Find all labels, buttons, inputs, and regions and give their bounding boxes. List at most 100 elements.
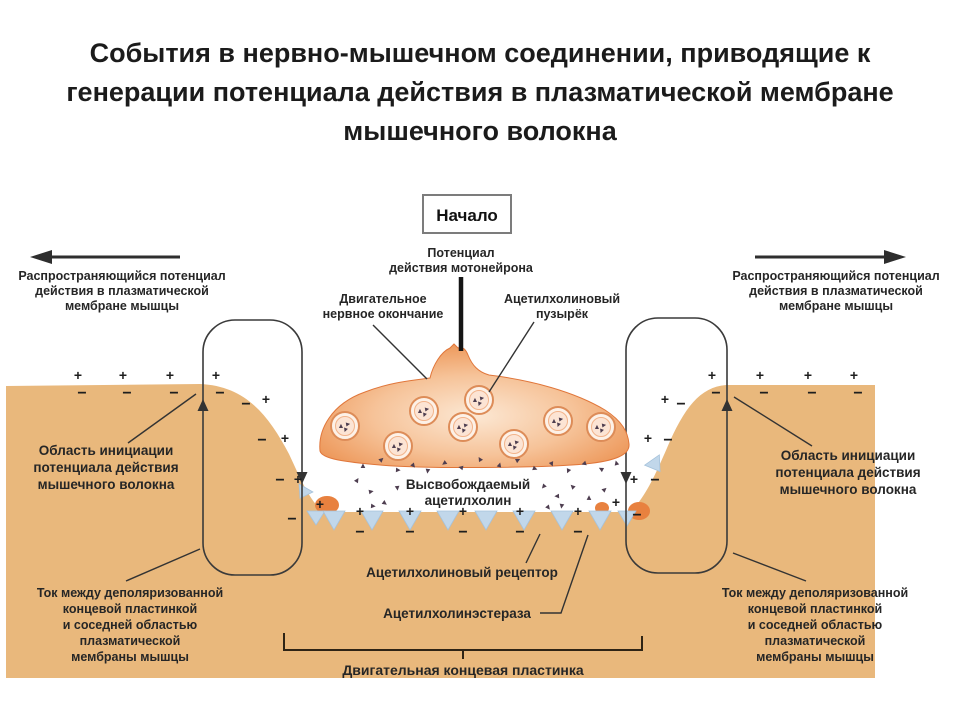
- ach-molecule: ▲: [495, 459, 505, 470]
- minus-charge: −: [355, 524, 364, 541]
- local-current-right-label: Ток между деполяризованной: [722, 586, 908, 600]
- arrow-down-icon: [296, 472, 308, 484]
- ach-molecule: ▲: [376, 453, 388, 465]
- ach-receptor: [436, 510, 460, 531]
- ach-molecule: ▲: [408, 460, 420, 472]
- plus-charge: +: [294, 471, 302, 487]
- minus-charge: −: [632, 507, 641, 524]
- ach-molecule: ▲: [459, 426, 468, 435]
- minus-charge: −: [275, 472, 284, 489]
- ach-esterase-label: Ацетилхолинэстераза: [383, 606, 531, 621]
- pointer-nerve-terminal: [372, 324, 428, 380]
- local-current-left-label: плазматической: [80, 634, 181, 648]
- ach-receptor: [588, 510, 612, 531]
- ach-molecule: ▲: [477, 394, 485, 402]
- vesicle-inner: [388, 436, 408, 456]
- vesicle-inner: [504, 434, 524, 454]
- local-current-right-label: мембраны мышцы: [756, 650, 874, 664]
- ach-molecule: ▲: [343, 420, 351, 428]
- ach-receptor: [643, 454, 661, 473]
- arrow-down-icon: [620, 472, 632, 484]
- start-box-label: Начало: [436, 206, 498, 225]
- released-ach-label: Высвобождаемый: [406, 477, 530, 492]
- ach-molecule: ▲: [594, 424, 601, 431]
- ach-molecule: ▲: [394, 445, 403, 454]
- ach-molecule: ▲: [595, 463, 607, 474]
- plus-charge: +: [262, 391, 270, 407]
- ach-molecule: ▲: [422, 405, 430, 413]
- minus-charge: −: [257, 432, 266, 449]
- minus-charge: −: [405, 524, 414, 541]
- ach-receptor: [617, 510, 637, 527]
- ach-receptor: [306, 510, 326, 526]
- ach-molecule: ▲: [420, 410, 429, 419]
- ach-molecule: ▲: [554, 420, 563, 429]
- ach-receptor: [398, 510, 422, 531]
- ach-molecule: ▲: [543, 502, 555, 514]
- spreading-ap-arrow-right: [755, 250, 906, 264]
- minus-charge: −: [676, 396, 685, 413]
- plus-charge: +: [850, 367, 858, 383]
- ach-molecule: ▲: [507, 441, 514, 448]
- nerve-terminal-label: Двигательное: [339, 292, 426, 306]
- ach-molecule: ▲: [611, 457, 621, 468]
- ach-molecule: ▲: [547, 459, 558, 470]
- ach-molecule: ▲: [417, 408, 424, 415]
- plus-charge: +: [166, 367, 174, 383]
- spreading-ap-right-label: действия в плазматической: [749, 284, 923, 298]
- muscle-fiber-region: [6, 384, 875, 678]
- vesicle-inner: [453, 417, 473, 437]
- ach-vesicle-label: Ацетилхолиновый: [504, 292, 620, 306]
- local-current-left-label: и соседней областью: [63, 618, 198, 632]
- plus-charge: +: [74, 367, 82, 383]
- ach-molecule: ▲: [530, 464, 541, 475]
- pointer-esterase: [540, 534, 589, 614]
- plus-charge: +: [406, 503, 414, 519]
- released-ach-label: ацетилхолин: [425, 493, 512, 508]
- plus-charge: +: [516, 503, 524, 519]
- pointer-lines: [125, 321, 813, 614]
- ap-initiation-left-label: потенциала действия: [33, 460, 178, 475]
- ach-molecule: ▲: [394, 466, 404, 475]
- ach-receptors: [298, 454, 661, 531]
- vesicle-inner: [469, 390, 489, 410]
- ap-initiation-left-label: мышечного волокна: [38, 477, 175, 492]
- ach-receptor: [550, 510, 574, 531]
- motoneuron-ap-label: Потенциал: [427, 246, 494, 260]
- title-line: События в нервно-мышечном соединении, пр…: [90, 38, 871, 68]
- pointer-current-left: [125, 548, 201, 582]
- vesicle-inner: [548, 411, 568, 431]
- membrane-charges: +++++++++++++++++++++−−−−−−−−−−−−−−−−−−−…: [74, 367, 863, 541]
- ap-initiation-right-label: Область инициации: [781, 448, 916, 463]
- ap-initiation-left-label: Область инициации: [39, 443, 174, 458]
- ach-molecule: ▲: [338, 423, 345, 430]
- slide-title: События в нервно-мышечном соединении, пр…: [66, 38, 893, 146]
- ach-molecule: ▲: [599, 483, 611, 495]
- pointer-vesicle: [488, 321, 535, 393]
- minus-charge: −: [215, 385, 224, 402]
- minus-charge: −: [573, 524, 582, 541]
- start-box-frame: [422, 194, 512, 234]
- plus-charge: +: [804, 367, 812, 383]
- local-current-left-label: мембраны мышцы: [71, 650, 189, 664]
- pointer-initiation-right: [733, 396, 813, 447]
- minus-charge: −: [759, 385, 768, 402]
- ach-molecule: ▲: [551, 418, 558, 425]
- ach-molecule: ▲: [585, 493, 593, 502]
- minus-charge: −: [122, 385, 131, 402]
- minus-charge: −: [663, 432, 672, 449]
- plus-charge: +: [644, 430, 652, 446]
- ach-molecule: ▲: [461, 421, 469, 429]
- ach-vesicles: ▲▲▲▲▲▲▲▲▲▲▲▲▲▲▲▲▲▲▲▲▲▲▲▲: [330, 385, 616, 461]
- local-current-right-label: плазматической: [765, 634, 866, 648]
- ach-molecule: ▲: [366, 487, 376, 496]
- local-current-left-label: концевой пластинкой: [63, 602, 197, 616]
- ach-molecule: ▲: [566, 480, 578, 492]
- ach-molecule: ▲: [474, 453, 485, 465]
- arrow-up-icon: [197, 399, 209, 411]
- title-line: генерации потенциала действия в плазмати…: [66, 77, 893, 107]
- current-loop-left: [197, 319, 308, 576]
- ach-molecule: ▲: [423, 466, 432, 476]
- plus-charge: +: [661, 391, 669, 407]
- ach-receptor: [512, 510, 536, 531]
